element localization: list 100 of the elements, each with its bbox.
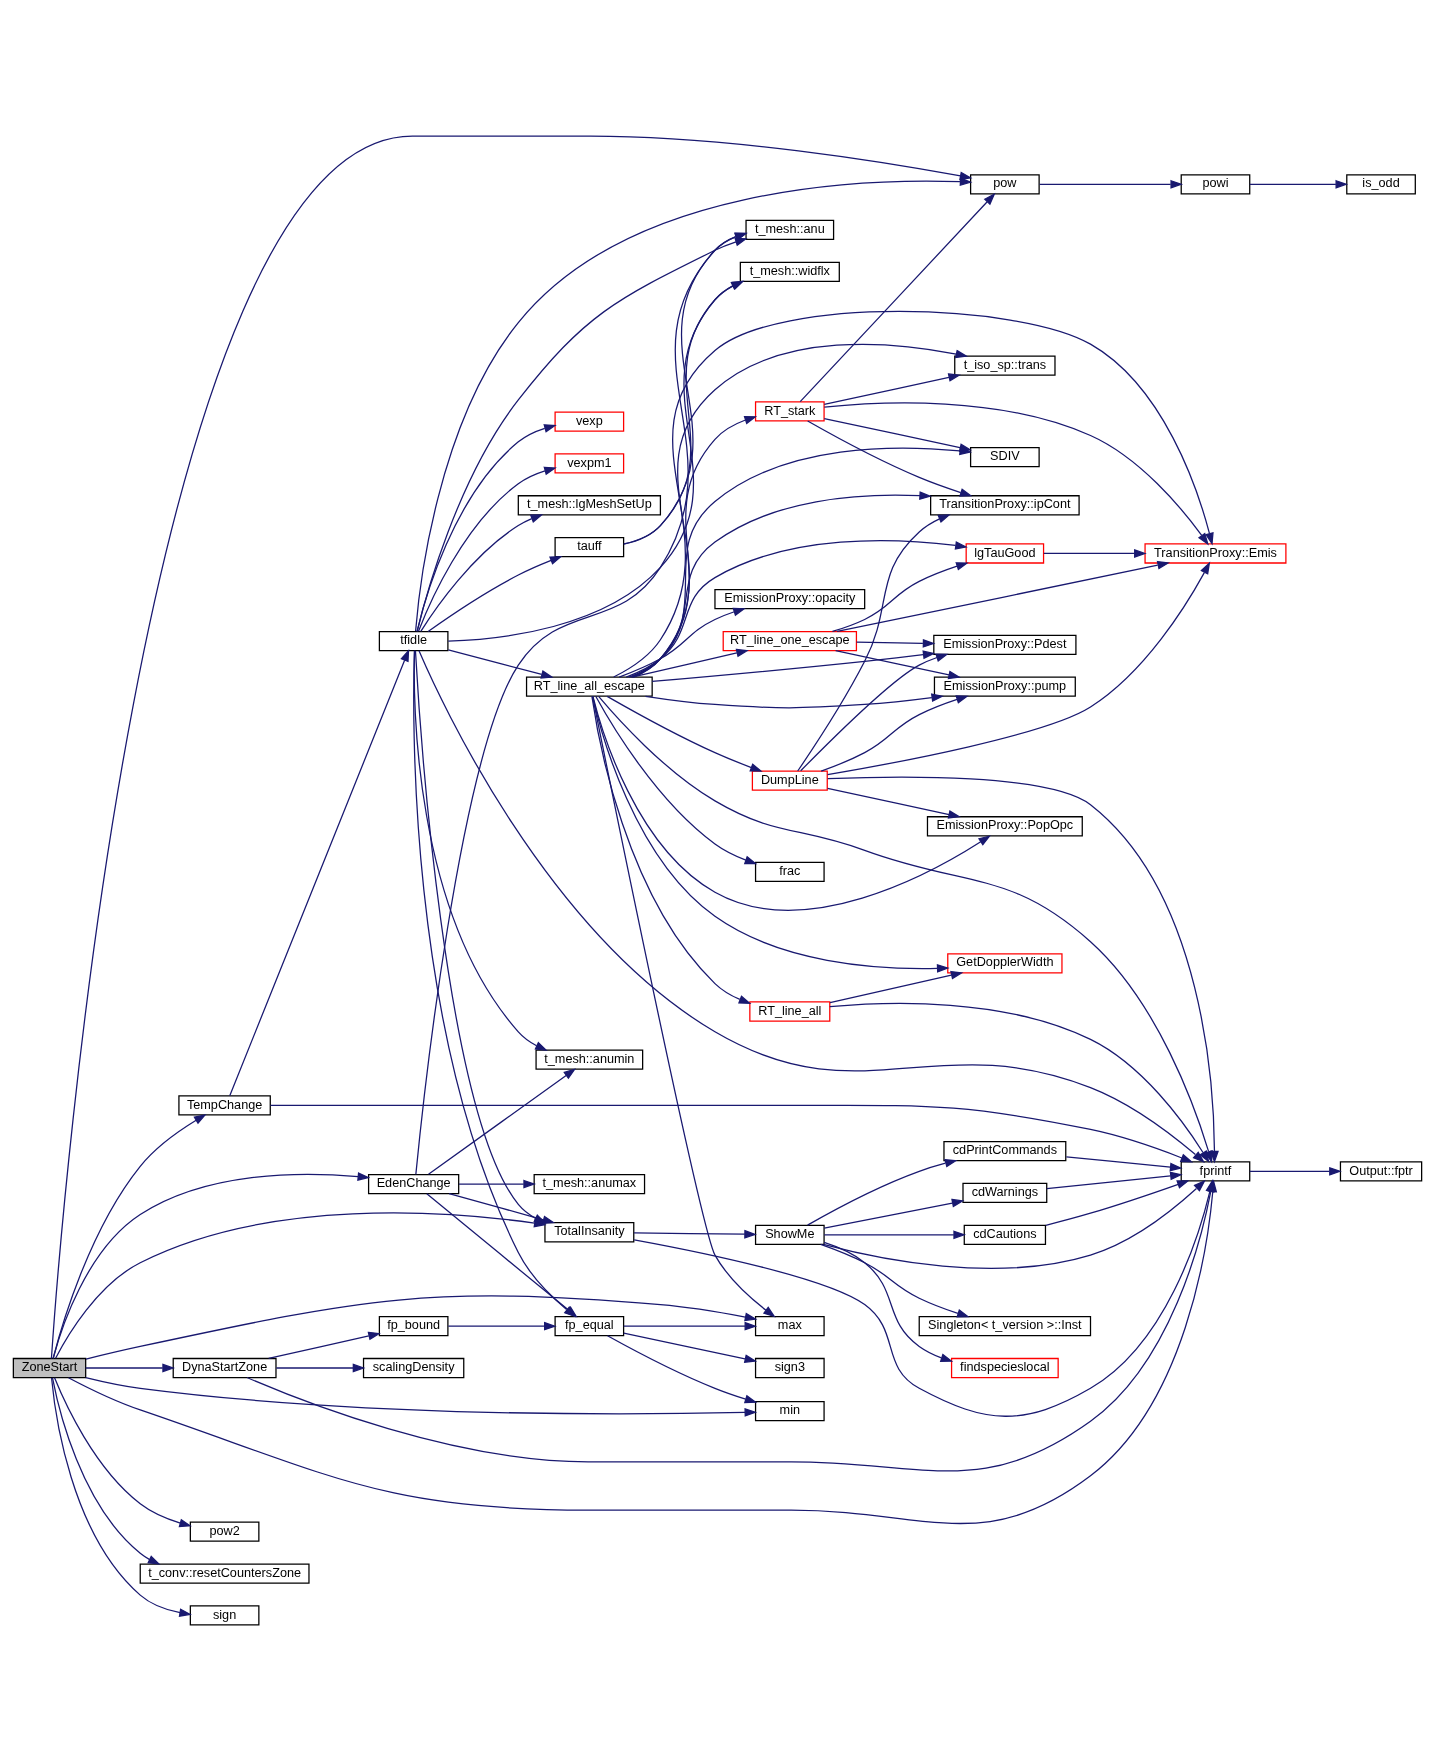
node-box: DumpLine — [751, 769, 828, 791]
arrow — [269, 1104, 1194, 1162]
node-box: fprintf — [1180, 1160, 1251, 1181]
node-box: min — [754, 1400, 825, 1421]
node-box: powi — [1180, 173, 1251, 194]
node-box: TransitionProxy::Emis — [1144, 542, 1287, 564]
arrow — [447, 648, 554, 679]
node-box: sign — [189, 1604, 260, 1626]
node-box: Singleton< t_version >::Inst — [918, 1315, 1092, 1336]
arrow — [835, 649, 961, 679]
node-box: scalingDensity — [362, 1357, 465, 1378]
arrow — [50, 1376, 192, 1617]
arrow — [836, 560, 1171, 632]
arrow — [800, 652, 949, 771]
arrow — [823, 1241, 954, 1362]
arrow — [229, 648, 410, 1096]
node-box: ZoneStart — [12, 1357, 87, 1378]
node-box: t_mesh::anumin — [535, 1049, 644, 1070]
arrow — [606, 695, 763, 772]
node-box: Output::fptr — [1339, 1160, 1423, 1181]
node-box: TempChange — [178, 1094, 271, 1116]
node-box: tauff — [554, 536, 625, 557]
arrow — [458, 1179, 537, 1188]
node-box: EmissionProxy::PopOpc — [926, 815, 1083, 836]
arrow — [823, 401, 1209, 545]
arrow — [417, 466, 557, 632]
node-box: t_mesh::anumax — [533, 1173, 646, 1194]
arrow — [51, 1376, 161, 1565]
arrow — [592, 695, 950, 973]
arrow — [855, 638, 936, 648]
arrow — [823, 372, 962, 405]
node-box: DynaStartZone — [172, 1357, 277, 1378]
arrow — [628, 490, 933, 678]
node-box: ShowMe — [754, 1224, 825, 1245]
arrow — [823, 1229, 967, 1239]
node-box: is_odd — [1346, 173, 1416, 194]
node-box: sign3 — [754, 1357, 825, 1378]
node-box: TransitionProxy::ipCont — [930, 494, 1080, 515]
node-box: TotalInsanity — [544, 1221, 635, 1242]
node-box: pow2 — [189, 1521, 260, 1542]
node-box: t_conv::resetCountersZone — [139, 1562, 310, 1584]
arrow — [826, 787, 961, 819]
arrow — [591, 695, 776, 1318]
arrow — [447, 1321, 557, 1331]
arrow — [1045, 1179, 1190, 1226]
arrow — [416, 423, 557, 632]
node-box: RT_line_all — [749, 1000, 831, 1022]
arrow — [591, 695, 752, 1004]
arrow — [613, 310, 1214, 678]
node-box: t_iso_sp::trans — [954, 355, 1056, 376]
arrow — [618, 607, 746, 678]
arrow — [797, 513, 951, 772]
arrow — [415, 231, 748, 1175]
arrow — [1038, 179, 1184, 189]
arrow — [595, 695, 758, 864]
node-box: EdenChange — [367, 1173, 460, 1194]
arrow — [427, 1067, 577, 1175]
node-box: cdCautions — [963, 1224, 1047, 1245]
arrow — [831, 561, 969, 632]
arrow — [633, 1229, 757, 1239]
arrow — [53, 1376, 192, 1527]
node-box: fp_bound — [378, 1315, 449, 1336]
node-box: vexpm1 — [554, 452, 625, 474]
node-box: RT_line_one_escape — [722, 630, 858, 651]
node-box: lgTauGood — [965, 542, 1045, 564]
arrow — [52, 1171, 371, 1359]
arrow — [625, 539, 968, 678]
arrow — [275, 1363, 366, 1372]
arrow — [631, 648, 749, 678]
arrow — [632, 415, 758, 678]
arrow — [592, 695, 991, 911]
arrow — [806, 1158, 958, 1226]
node-box: pow — [969, 173, 1040, 194]
node-box: SDIV — [969, 446, 1040, 467]
arrow — [829, 1002, 1210, 1163]
node-box: t_mesh::anu — [745, 219, 835, 240]
arrow — [268, 1331, 381, 1359]
arrow — [85, 1294, 758, 1360]
node-box: RT_stark — [754, 400, 825, 422]
node-box: cdWarnings — [962, 1182, 1048, 1203]
arrow — [427, 555, 563, 632]
node-box: vexp — [554, 410, 625, 432]
arrow — [85, 1376, 758, 1417]
arrow — [623, 1332, 758, 1363]
node-box: GetDopplerWidth — [947, 952, 1063, 973]
arrow — [799, 192, 996, 402]
arrow — [829, 970, 964, 1003]
arrow — [826, 561, 1211, 775]
arrow — [822, 1179, 1206, 1269]
arrow — [416, 237, 748, 632]
node-box: EmissionProxy::pump — [933, 676, 1076, 697]
arrow — [623, 232, 748, 545]
arrow — [651, 649, 936, 682]
arrow — [823, 1198, 965, 1229]
node-box: tfidle — [378, 630, 449, 651]
node-box: frac — [754, 861, 825, 882]
node-box: RT_line_all_escape — [525, 676, 653, 697]
arrow — [1046, 1171, 1183, 1189]
arrow — [418, 649, 1206, 1163]
arrow — [823, 417, 973, 452]
